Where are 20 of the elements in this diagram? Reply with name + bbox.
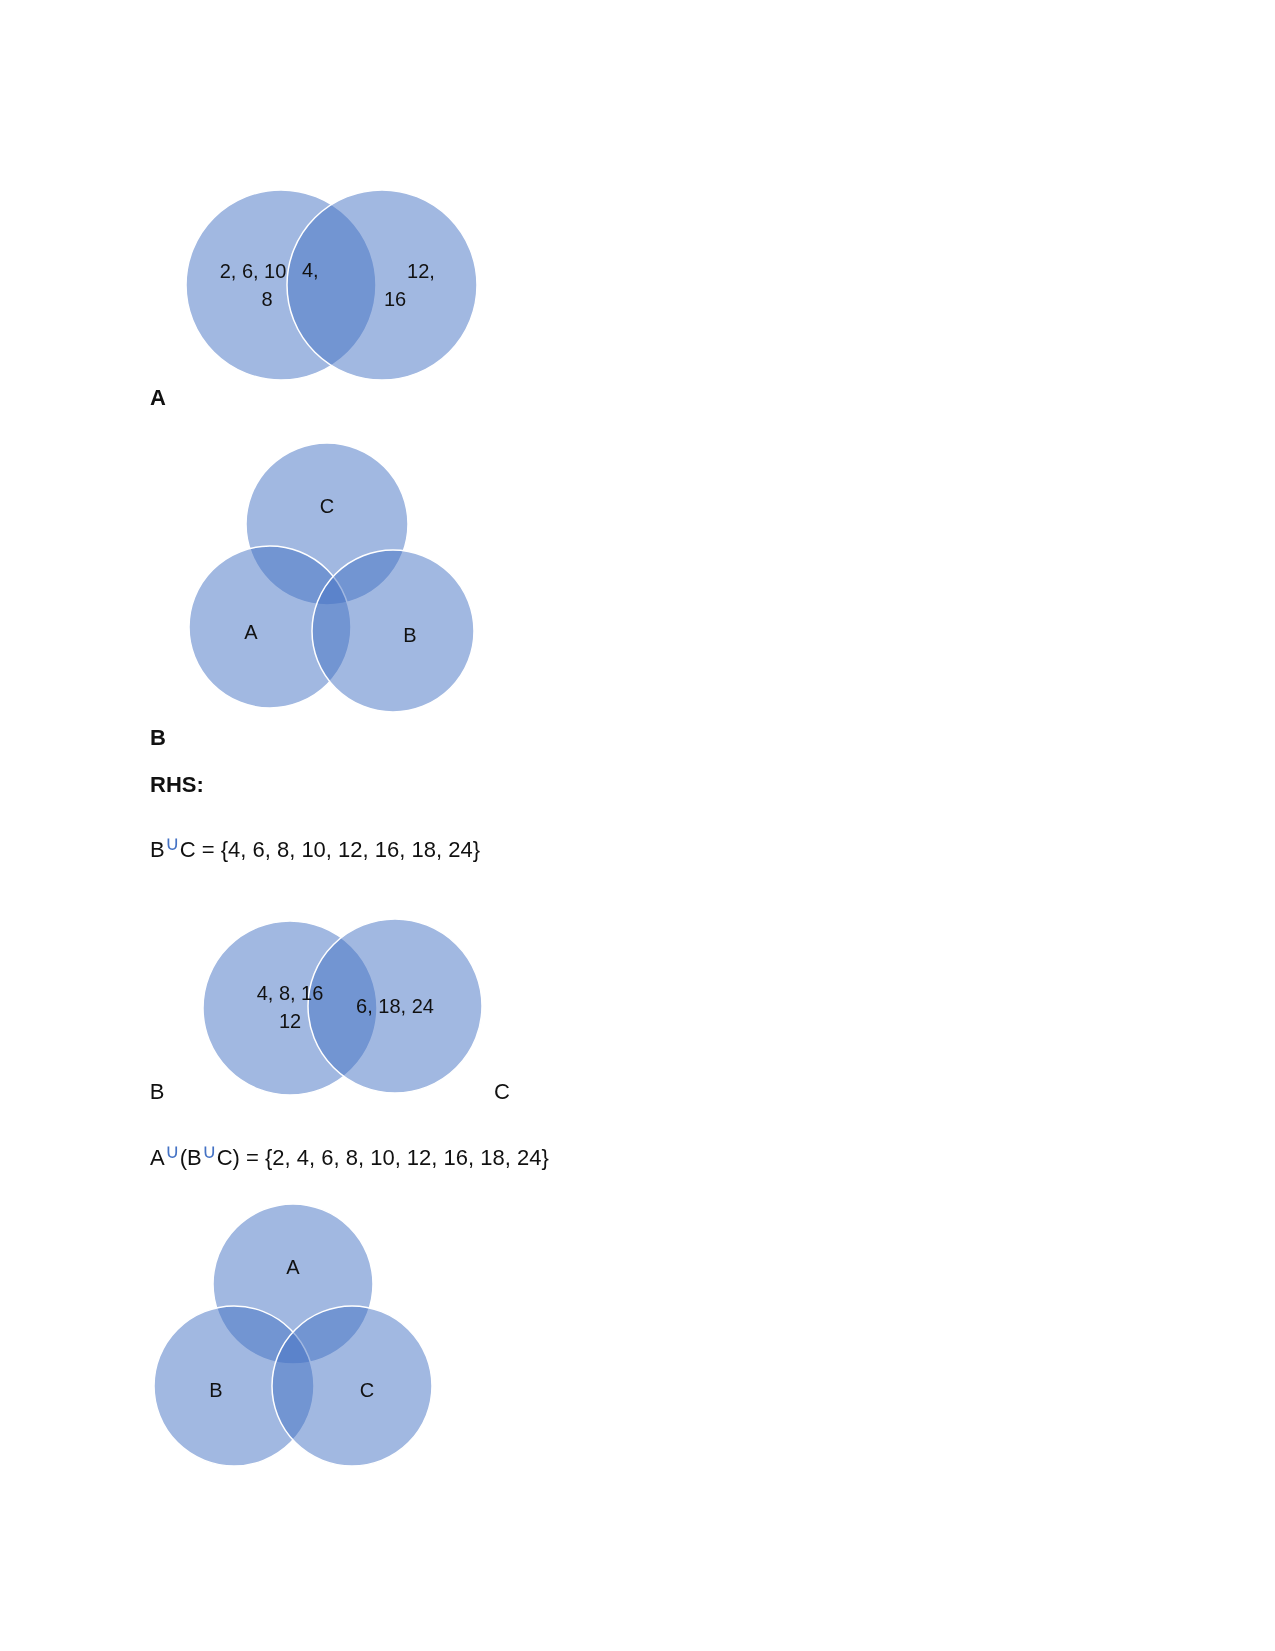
section-heading: RHS: <box>150 772 204 798</box>
set-elements: 8 <box>261 287 273 311</box>
set-label: B <box>149 1079 165 1105</box>
set-equation: A$^{∪}$(B$^{∪}$C) = {2, 4, 6, 8, 10, 12, 16, 18, 24} <box>150 1140 549 1171</box>
set-label: C <box>319 494 335 518</box>
figure-label: B <box>150 725 166 751</box>
set-label: C <box>359 1378 375 1402</box>
set-elements: 16 <box>383 287 407 311</box>
set-equation: B$^{∪}$C = {4, 6, 8, 10, 12, 16, 18, 24} <box>150 832 480 863</box>
set-elements: 2, 6, 10 <box>219 259 287 283</box>
set-elements: 6, 18, 24 <box>356 994 434 1018</box>
set-label: A <box>244 620 258 644</box>
set-elements: 12, <box>407 259 435 283</box>
set-elements: 12 <box>278 1009 302 1033</box>
set-elements: 4, <box>302 259 319 282</box>
set-label: C <box>494 1079 510 1105</box>
set-label: B <box>403 623 417 647</box>
set-label: B <box>209 1378 223 1402</box>
set-label: A <box>286 1255 300 1279</box>
figure-label: A <box>150 385 166 411</box>
